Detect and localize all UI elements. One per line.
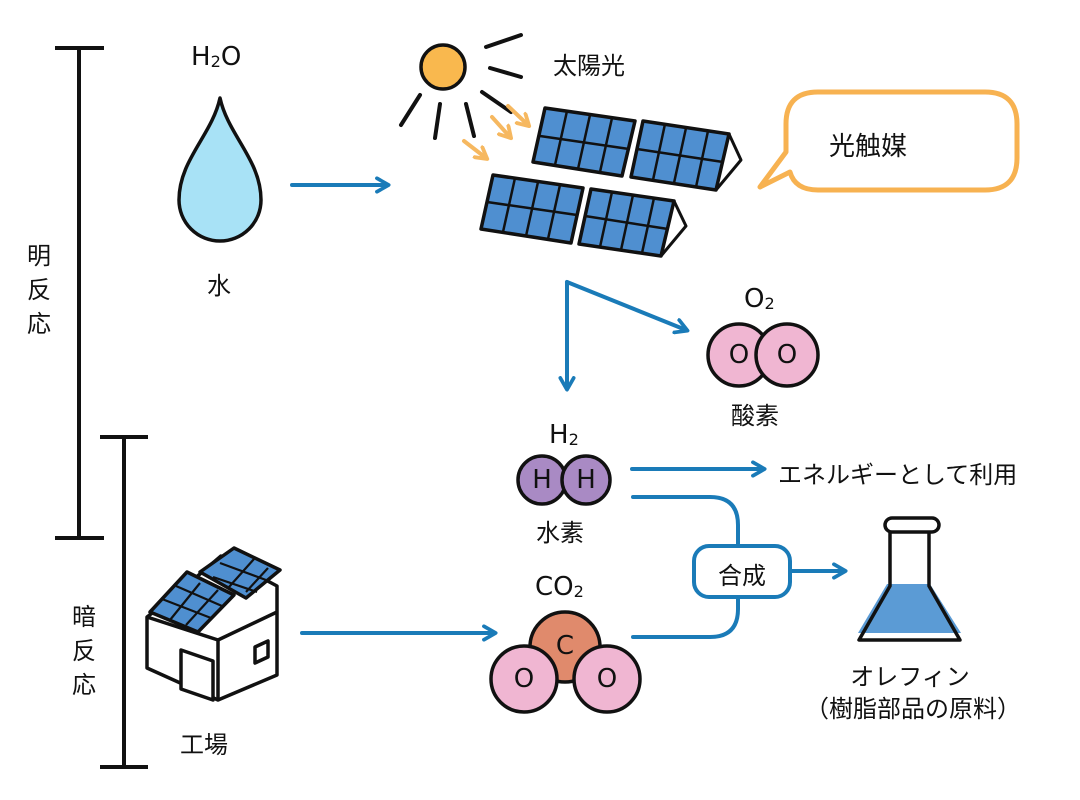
co2-atom-label: O <box>596 664 618 694</box>
light-reaction-label: 明反応 <box>27 242 51 338</box>
olefin-note: （樹脂部品の原料） <box>805 695 1021 723</box>
water-drop-icon <box>177 96 263 243</box>
energy-use-label: エネルギーとして利用 <box>778 461 1018 489</box>
line-hydrogen-to-synthesis <box>631 495 740 548</box>
flask-icon <box>857 516 962 642</box>
factory-icon <box>145 546 282 702</box>
oxygen-atom-label: O <box>776 340 798 370</box>
photocatalyst-label: 光触媒 <box>829 132 908 162</box>
oxygen-atom-label: O <box>728 340 750 370</box>
light-reaction-bracket <box>55 46 104 540</box>
co2-molecule-icon <box>489 610 642 714</box>
sun-icon <box>399 33 523 140</box>
sunlight-label: 太陽光 <box>553 52 625 80</box>
solar-panel-4 <box>577 187 688 258</box>
hydrogen-molecule-icon <box>516 454 612 506</box>
water-label: 水 <box>207 272 231 300</box>
co2-atom-label: O <box>513 664 535 694</box>
co2-formula: CO2 <box>535 572 584 602</box>
water-formula: H2O <box>191 42 242 72</box>
synthesis-box <box>692 544 792 599</box>
synthesis-label: 合成 <box>718 562 766 590</box>
hydrogen-formula: H2 <box>549 420 579 450</box>
factory-label: 工場 <box>180 731 228 759</box>
line-co2-to-synthesis <box>631 595 740 639</box>
oxygen-molecule-icon <box>706 322 820 388</box>
arrows <box>290 185 844 639</box>
solar-panel-2 <box>629 119 743 192</box>
dark-reaction-label: 暗反応 <box>72 603 96 699</box>
olefin-label: オレフィン <box>850 663 970 691</box>
solar-panel-1 <box>531 106 637 178</box>
sunlight-rays <box>462 104 528 158</box>
hydrogen-atom-label: H <box>576 465 596 495</box>
hydrogen-atom-label: H <box>532 465 552 495</box>
photocatalyst-speech-bubble <box>757 89 1020 193</box>
oxygen-formula: O2 <box>744 284 775 314</box>
solar-panel-icon <box>479 106 743 258</box>
arrow-photocatalyst-to-oxygen <box>565 280 686 330</box>
oxygen-label: 酸素 <box>731 402 779 430</box>
co2-atom-label: C <box>555 631 575 661</box>
dark-reaction-bracket <box>100 435 148 769</box>
solar-panel-3 <box>479 173 585 245</box>
hydrogen-label: 水素 <box>536 519 584 547</box>
